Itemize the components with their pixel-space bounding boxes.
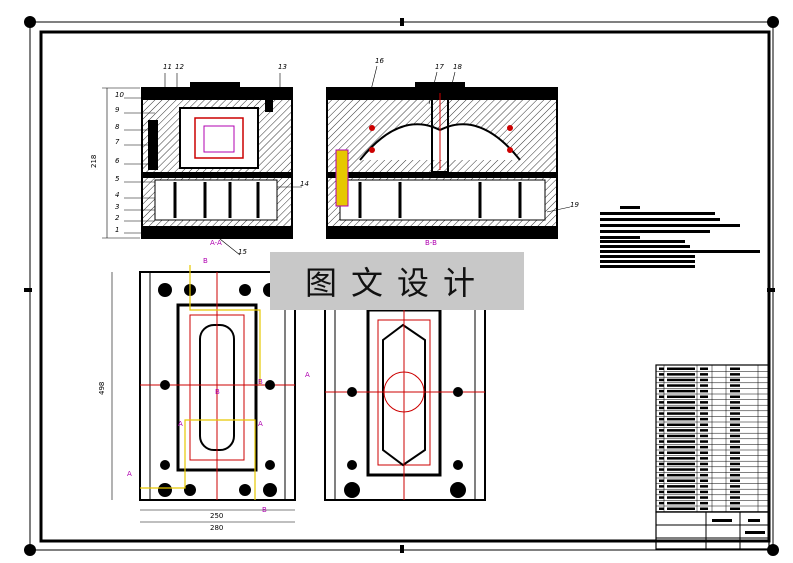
corner-marks	[24, 16, 779, 556]
part-number-label: 6	[115, 157, 120, 165]
part-number-label: 5	[115, 175, 120, 183]
part-number-label: 4	[115, 191, 119, 199]
section-marks: A A A A B B B B	[127, 257, 310, 514]
part-number-label: 14	[300, 180, 309, 188]
part-leaders-left	[124, 73, 302, 256]
part-number-label: 18	[453, 63, 462, 71]
part-leaders-right	[368, 65, 571, 213]
section-view-a	[141, 82, 293, 239]
dim-plan-height: 498	[98, 382, 106, 395]
part-number-label: 19	[570, 201, 579, 209]
plan-view-right	[324, 281, 486, 501]
section-view-b	[326, 82, 558, 239]
part-number-label: 13	[278, 63, 287, 71]
watermark: 图文设计	[270, 252, 524, 310]
section-mark: A	[127, 470, 132, 478]
part-number-label: 17	[435, 63, 444, 71]
plan-view-left-dimensions	[111, 272, 295, 523]
dim-plan-outer-width: 280	[210, 524, 223, 532]
section-mark: B	[262, 506, 267, 514]
part-number-label: 15	[238, 248, 247, 256]
dim-plan-inner-width: 250	[210, 512, 223, 520]
section-mark: B	[258, 378, 263, 386]
part-number-label: 12	[175, 63, 184, 71]
section-label-a: A-A	[210, 239, 222, 247]
section-label-b: B-B	[425, 239, 437, 247]
title-block	[655, 511, 770, 550]
section-mark: B	[215, 388, 220, 396]
part-number-label: 8	[115, 123, 120, 131]
part-number-label: 3	[115, 203, 119, 211]
section-view-a-dimension	[102, 87, 140, 239]
parts-list	[655, 364, 770, 513]
part-number-label: 9	[115, 106, 120, 114]
part-number-label: 1	[115, 226, 119, 234]
part-number-label: 16	[375, 57, 384, 65]
dim-left-height: 218	[90, 155, 98, 168]
part-number-label: 10	[115, 91, 124, 99]
part-number-label: 11	[163, 63, 172, 71]
inner-frame	[39, 30, 771, 543]
section-mark: B	[203, 257, 208, 265]
plan-view-left	[139, 265, 296, 501]
part-number-label: 7	[115, 138, 120, 146]
section-mark: A	[258, 420, 263, 428]
section-mark: A	[305, 371, 310, 379]
technical-notes	[600, 206, 760, 268]
part-number-label: 2	[115, 214, 120, 222]
section-mark: A	[178, 420, 183, 428]
part-labels-right: 16 17 18 19	[375, 57, 579, 209]
